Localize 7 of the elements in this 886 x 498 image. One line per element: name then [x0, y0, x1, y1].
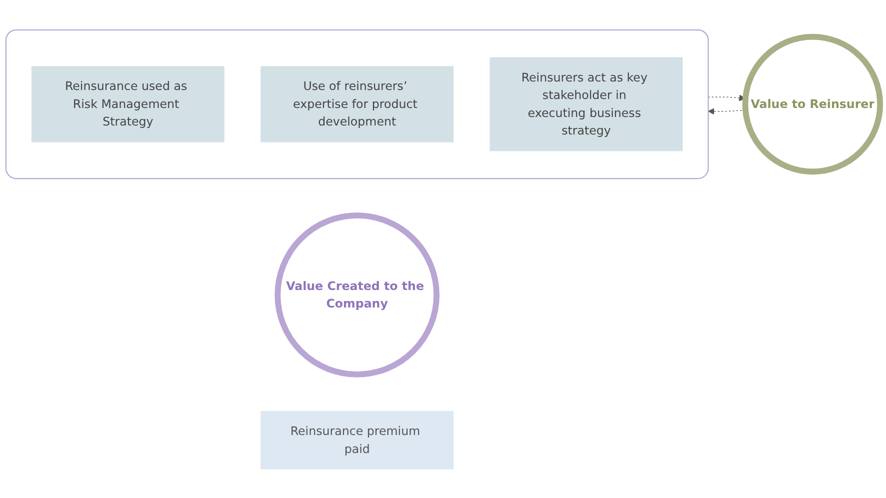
cluster — [5, 28, 709, 179]
node-box: Use of reinsurers’ expertise for product development — [260, 66, 454, 142]
node-circle: Value to Reinsurer — [742, 33, 884, 174]
node-box: Reinsurance used as Risk Management Strategy — [31, 66, 224, 142]
node-circle: Value Created to the Company — [274, 212, 440, 377]
node-box: Reinsurers act as key stakeholder in executing business strategy — [490, 56, 683, 151]
node-box: Reinsurance premium paid — [260, 410, 454, 469]
